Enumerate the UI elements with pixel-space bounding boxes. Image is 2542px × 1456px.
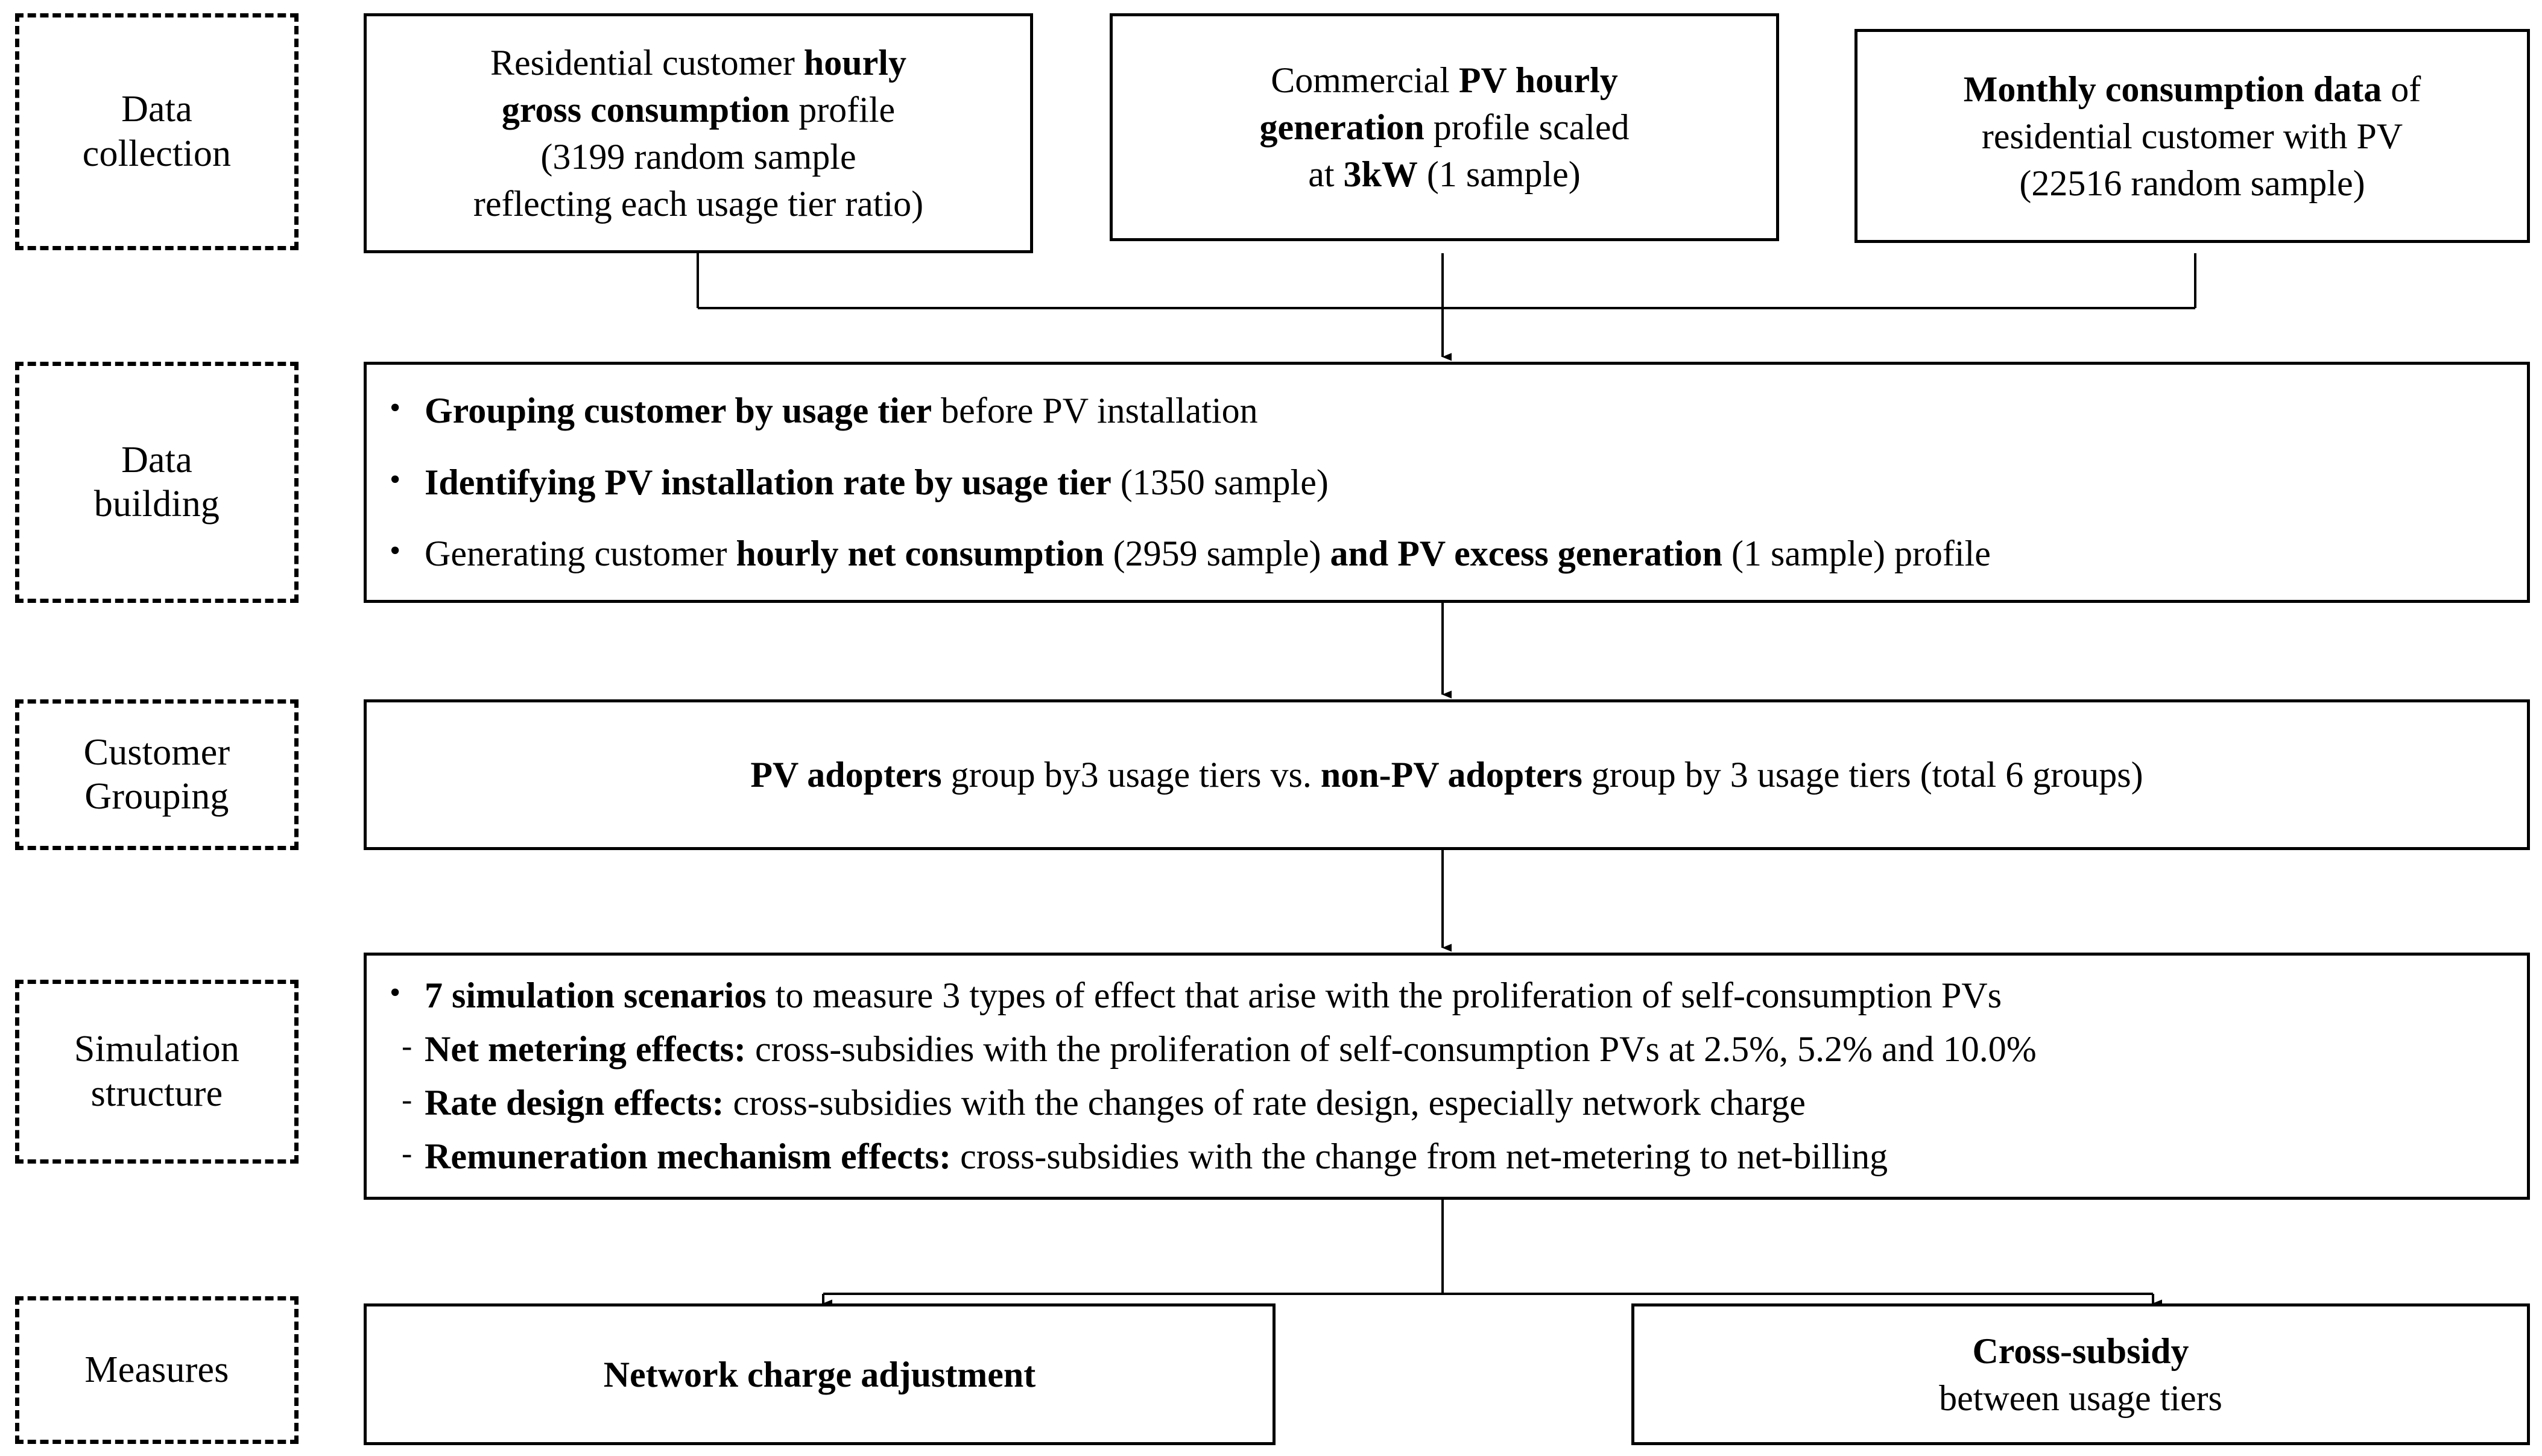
node-line: gross consumption profile <box>501 90 896 130</box>
node-network-charge-adjustment: Network charge adjustment <box>364 1303 1276 1445</box>
list-item-text: Remuneration mechanism effects: cross-su… <box>425 1136 1888 1176</box>
list-item: - Remuneration mechanism effects: cross-… <box>390 1133 2527 1180</box>
node-cross-subsidy: Cross-subsidy between usage tiers <box>1631 1303 2530 1445</box>
list-item-text: Net metering effects: cross-subsidies wi… <box>425 1029 2037 1070</box>
node-line: reflecting each usage tier ratio) <box>473 184 924 224</box>
stage-label-text: Measures <box>84 1349 229 1390</box>
bullet-icon: • <box>390 534 401 569</box>
list-item: • Generating customer hourly net consump… <box>390 531 2527 577</box>
stage-label-simulation-structure: Simulation structure <box>15 980 299 1164</box>
connector-simulation-to-measures <box>822 1200 2162 1308</box>
list-item-text: Grouping customer by usage tier before P… <box>425 390 1258 430</box>
list-item-text: Identifying PV installation rate by usag… <box>425 462 1329 502</box>
dash-icon: - <box>402 1029 413 1064</box>
stage-label-text: Data collection <box>82 89 232 174</box>
node-customer-grouping: PV adopters group by3 usage tiers vs. no… <box>364 699 2530 850</box>
list-item: • Grouping customer by usage tier before… <box>390 388 2527 434</box>
stage-label-text: Simulation structure <box>74 1029 240 1114</box>
stage-label-text: Customer Grouping <box>83 731 230 817</box>
node-line: Cross-subsidy <box>1972 1331 2189 1371</box>
list-item: • Identifying PV installation rate by us… <box>390 459 2527 506</box>
node-line: (3199 random sample <box>540 137 856 177</box>
list-item: - Net metering effects: cross-subsidies … <box>390 1026 2527 1073</box>
node-residential-gross-consumption: Residential customer hourly gross consum… <box>364 13 1033 253</box>
bullet-icon: • <box>390 975 401 1010</box>
stage-label-data-collection: Data collection <box>15 13 299 250</box>
node-line: residential customer with PV <box>1981 116 2403 156</box>
stage-label-text: Data building <box>93 439 220 525</box>
bullet-icon: • <box>390 462 401 497</box>
bullet-list: • 7 simulation scenarios to measure 3 ty… <box>367 972 2527 1179</box>
stage-label-customer-grouping: Customer Grouping <box>15 699 299 850</box>
list-item-text: Rate design effects: cross-subsidies wit… <box>425 1083 1806 1123</box>
bullet-icon: • <box>390 390 401 425</box>
bullet-list: • Grouping customer by usage tier before… <box>367 388 2527 577</box>
node-commercial-pv-generation: Commercial PV hourly generation profile … <box>1110 13 1779 241</box>
dash-icon: - <box>402 1136 413 1171</box>
node-line: (22516 random sample) <box>2019 163 2365 203</box>
connector-collection-to-building <box>697 253 2196 361</box>
dash-icon: - <box>402 1083 413 1117</box>
stage-label-measures: Measures <box>15 1296 299 1444</box>
list-item-text: Generating customer hourly net consumpti… <box>425 534 1991 574</box>
node-line: Commercial PV hourly <box>1271 60 1618 100</box>
list-item: - Rate design effects: cross-subsidies w… <box>390 1080 2527 1126</box>
node-line: PV adopters group by3 usage tiers vs. no… <box>750 755 2143 795</box>
list-item: • 7 simulation scenarios to measure 3 ty… <box>390 972 2527 1019</box>
node-line: generation profile scaled <box>1259 107 1630 147</box>
node-simulation-structure-list: • 7 simulation scenarios to measure 3 ty… <box>364 953 2530 1200</box>
node-line: Residential customer hourly <box>490 43 906 83</box>
stage-label-data-building: Data building <box>15 362 299 603</box>
node-subline: between usage tiers <box>1939 1378 2222 1418</box>
node-line: Monthly consumption data of <box>1963 69 2421 109</box>
node-line: Network charge adjustment <box>603 1354 1036 1395</box>
node-line: at 3kW (1 sample) <box>1308 154 1581 194</box>
list-item-text: 7 simulation scenarios to measure 3 type… <box>425 975 2002 1016</box>
node-data-building-list: • Grouping customer by usage tier before… <box>364 362 2530 603</box>
node-monthly-consumption-with-pv: Monthly consumption data of residential … <box>1854 29 2530 243</box>
